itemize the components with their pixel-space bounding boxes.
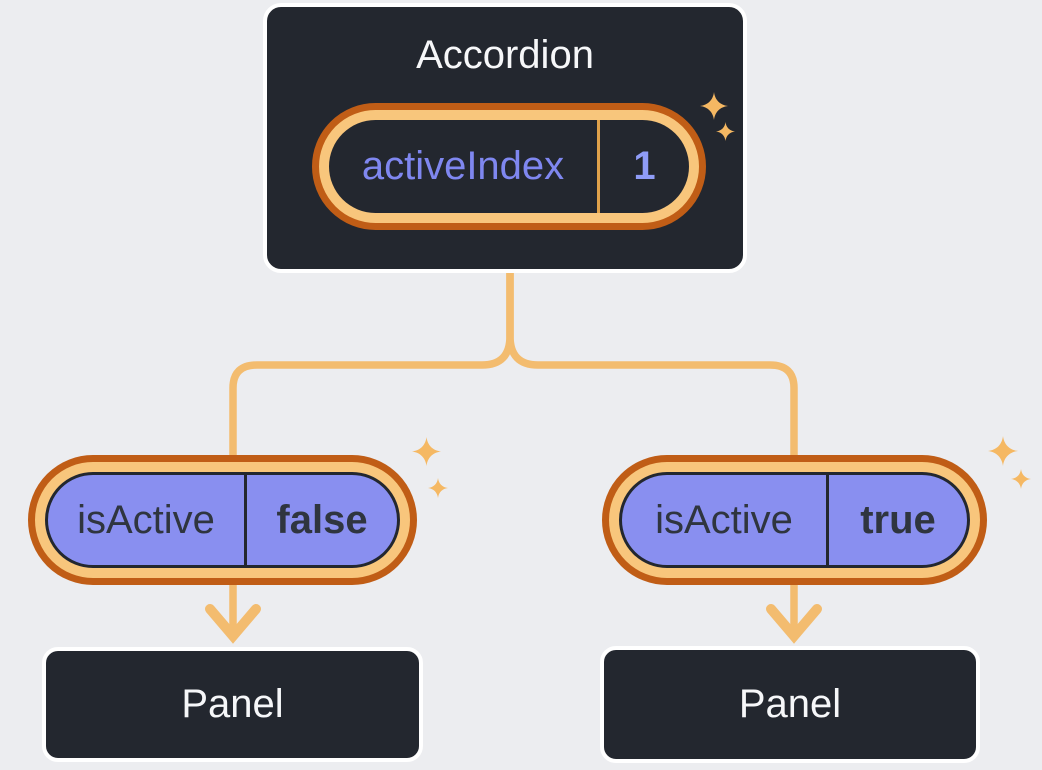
connector-right-branch — [506, 271, 798, 632]
sparkle-icon — [700, 92, 728, 120]
state-value-label: 1 — [633, 144, 656, 188]
panel-node-right: Panel — [600, 646, 980, 763]
state-name-label: activeIndex — [329, 120, 600, 213]
arrow-head-right-icon — [766, 604, 822, 644]
prop-pill-left: isActive false — [28, 455, 417, 585]
sparkle-icon — [428, 478, 448, 498]
prop-name-label: isActive — [77, 497, 215, 542]
arrow-head-left-icon — [205, 604, 261, 644]
prop-pill-right: isActive true — [602, 455, 987, 585]
prop-value-label: false — [244, 475, 397, 565]
panel-node-title: Panel — [181, 682, 284, 726]
prop-value-label: true — [826, 475, 967, 565]
panel-node-title: Panel — [738, 682, 842, 726]
panel-node-left: Panel — [42, 647, 423, 762]
state-pill: activeIndex 1 — [312, 103, 706, 230]
accordion-node-title: Accordion — [416, 33, 594, 77]
sparkle-icon — [1011, 469, 1031, 489]
sparkle-icon — [412, 437, 441, 466]
prop-name-label: isActive — [655, 497, 793, 542]
sparkle-icon — [988, 436, 1018, 466]
sparkle-icon — [716, 122, 735, 141]
